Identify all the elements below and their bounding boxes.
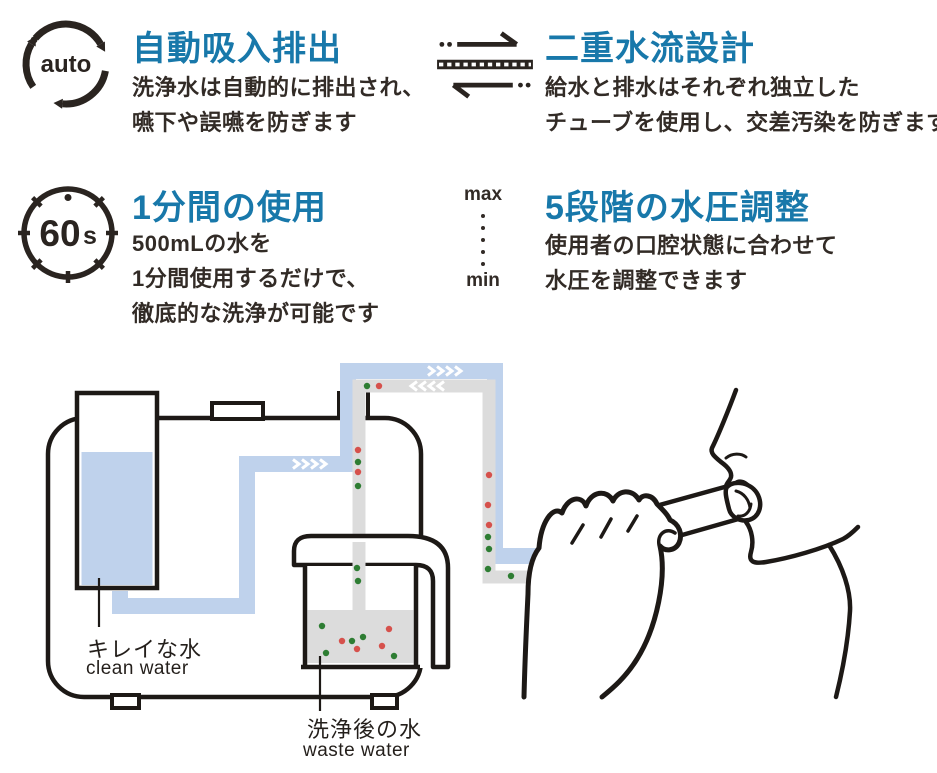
clock-ticks bbox=[18, 196, 118, 283]
face-profile bbox=[709, 387, 861, 700]
text-line: 給水と排水はそれぞれ独立した bbox=[545, 75, 861, 100]
hand-silhouette bbox=[524, 491, 681, 697]
feature-pressure-title: 5段階の水圧調整 bbox=[545, 189, 810, 227]
flow-arrow-right bbox=[457, 31, 519, 47]
clean-water-fill bbox=[81, 452, 153, 585]
text-line: 水圧を調整できます bbox=[545, 268, 748, 293]
auto-icon-label: auto bbox=[41, 51, 92, 78]
waste-particles bbox=[354, 382, 515, 580]
device-foot-left bbox=[110, 693, 141, 710]
waste-container bbox=[291, 533, 451, 670]
clean-water-label-en: clean water bbox=[86, 658, 189, 679]
lid-bump bbox=[210, 401, 265, 421]
flow-right-chevrons bbox=[292, 365, 464, 470]
start-dot bbox=[30, 36, 38, 44]
neck-shoulder-line bbox=[826, 542, 853, 700]
feature-auto-title: 自動吸入排出 bbox=[132, 30, 342, 68]
chin-jaw-line bbox=[743, 519, 861, 565]
dual-flow-icon bbox=[437, 31, 533, 99]
feature-dualflow-title: 二重水流設計 bbox=[545, 30, 755, 68]
timer-60s-icon: 60 s bbox=[18, 186, 118, 283]
feature-dualflow-description: 給水と排水はそれぞれ独立した チューブを使用し、交差汚染を防ぎます bbox=[545, 70, 937, 140]
feature-timer-title: 1分間の使用 bbox=[132, 189, 327, 227]
lips bbox=[723, 480, 763, 523]
waste-particles bbox=[318, 564, 398, 660]
waste-water-label-en: waste water bbox=[303, 740, 410, 761]
device-diagram bbox=[45, 363, 861, 711]
clean-water-label-jp: キレイな水 bbox=[87, 637, 203, 662]
finger-creases bbox=[570, 514, 677, 547]
text-line: 洗浄水は自動的に排出され、 bbox=[132, 75, 425, 100]
nose-line bbox=[709, 387, 739, 490]
feature-auto-description: 洗浄水は自動的に排出され、 嚥下や誤嚥を防ぎます bbox=[132, 70, 425, 140]
text-line: チューブを使用し、交差汚染を防ぎます bbox=[545, 110, 937, 135]
text-line: 500mLの水を bbox=[132, 231, 272, 256]
flow-left-chevrons bbox=[408, 380, 445, 392]
timer-value: 60 bbox=[39, 213, 80, 254]
tube-port bbox=[337, 391, 370, 417]
clean-water-tank bbox=[74, 390, 160, 591]
pressure-max-label: max bbox=[463, 184, 503, 205]
text-line: 徹底的な洗浄が可能です bbox=[132, 301, 380, 326]
flow-arrow-left bbox=[451, 82, 513, 99]
arrowhead-right bbox=[96, 41, 106, 52]
text-line: 嚥下や誤嚥を防ぎます bbox=[132, 110, 358, 135]
container-handle bbox=[291, 533, 451, 670]
pressure-scale-dots bbox=[481, 214, 485, 274]
clock-top-dot bbox=[64, 194, 72, 201]
pressure-min-label: min bbox=[466, 270, 500, 291]
timer-unit: s bbox=[83, 222, 97, 250]
waste-water-label-jp: 洗浄後の水 bbox=[307, 717, 423, 742]
hand-arm bbox=[521, 489, 684, 700]
feature-pressure-description: 使用者の口腔状態に合わせて 水圧を調整できます bbox=[545, 228, 838, 298]
feature-timer-description: 500mLの水を 1分間使用するだけで、 徹底的な洗浄が可能です bbox=[132, 226, 380, 331]
arrowhead-bottom bbox=[53, 98, 63, 109]
nostril-line bbox=[724, 452, 748, 460]
device-foot-right bbox=[370, 693, 399, 710]
waste-water-tube bbox=[352, 379, 540, 612]
auto-cycle-icon: auto bbox=[22, 20, 109, 109]
text-line: 使用者の口腔状態に合わせて bbox=[545, 233, 838, 258]
text-line: 1分間使用するだけで、 bbox=[132, 266, 369, 291]
